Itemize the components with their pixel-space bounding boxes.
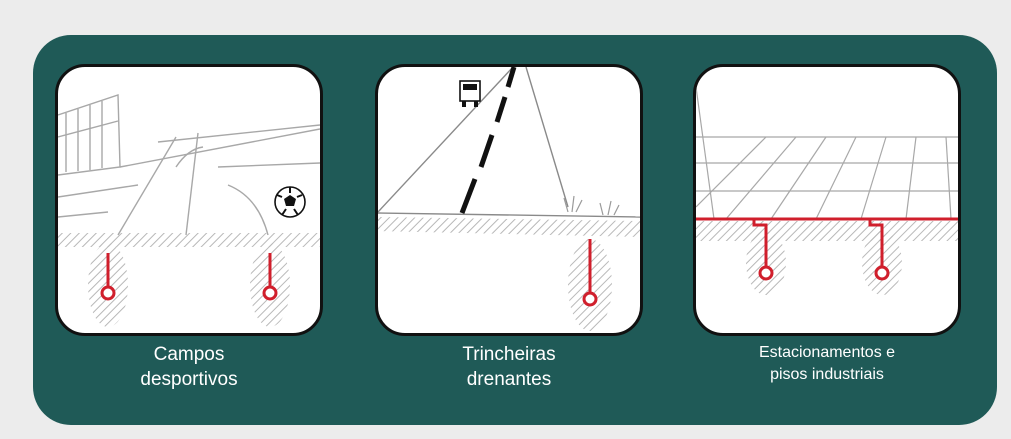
soccer-ball-icon [274,186,306,218]
caption-line: Campos [153,344,225,365]
caption-sports-field: Campos desportivos [55,342,323,392]
parking-floor-scene [696,86,958,295]
ground-layer [378,217,640,237]
drain-pipe-icon [582,239,598,307]
road-center-line [459,67,517,214]
caption-line: drenantes [466,369,552,390]
road-trench-scene [378,67,640,331]
panel-sports-field [55,64,323,336]
floor-grid-icon [696,86,958,220]
caption-line: pisos industriais [770,366,884,383]
grass-tuft [563,195,620,216]
ground-layer [58,233,320,247]
caption-road-trench: Trincheiras drenantes [375,342,643,392]
caption-line: Trincheiras [462,344,556,365]
caption-parking-floor: Estacionamentos e pisos industriais [693,342,961,386]
caption-line: Estacionamentos e [758,344,896,361]
sports-field-scene [58,94,320,327]
road-icon [378,67,640,218]
field-lines [58,124,320,236]
caption-line: desportivos [140,369,238,390]
truck-icon [459,80,481,107]
drain-pipe-icon [696,217,958,281]
goal-icon [58,94,121,176]
panel-road-trench [375,64,643,336]
drain-pipe-icon [100,253,278,301]
teal-board: Campos desportivos [33,35,997,425]
panel-parking-floor [693,64,961,336]
gravel-pocket [88,243,290,327]
ground-layer [696,221,958,241]
